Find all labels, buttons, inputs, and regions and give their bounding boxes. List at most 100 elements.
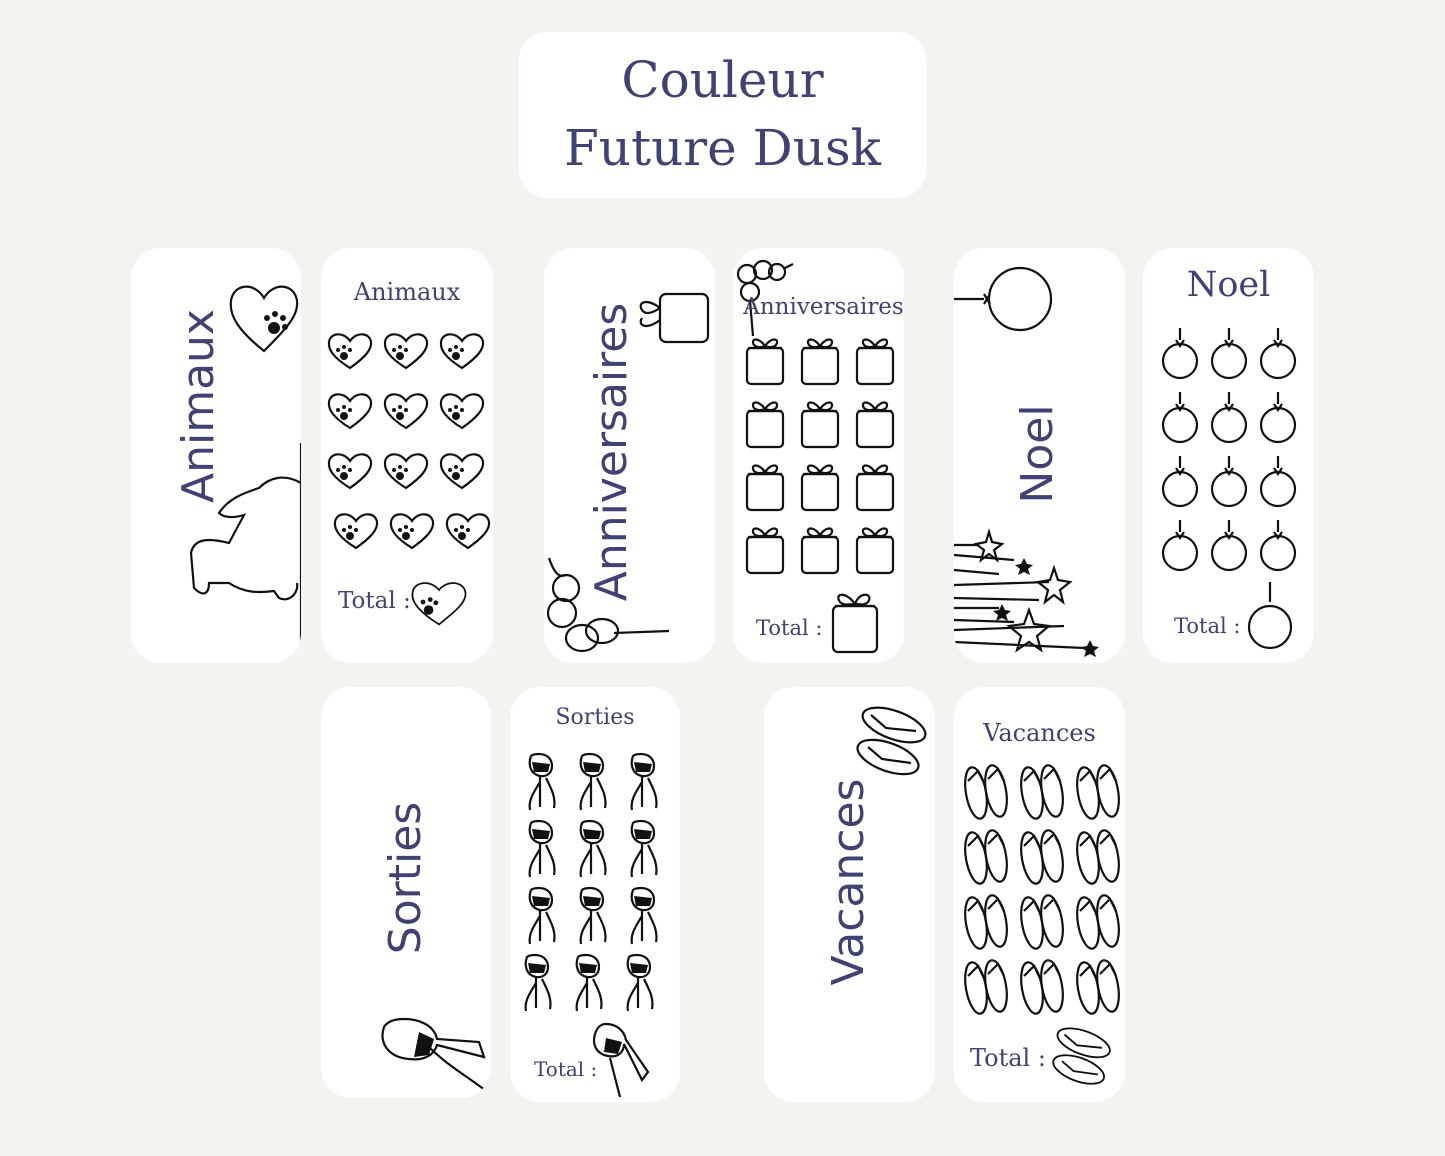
ornament-icon-5 <box>1210 392 1248 444</box>
wine-glass-icon-7 <box>528 886 556 945</box>
flip-flops-icon-1 <box>964 764 1008 820</box>
ornament-icon <box>954 266 1053 332</box>
wine-glass-icon-11 <box>575 953 603 1012</box>
wine-glass-icon-12 <box>626 953 654 1012</box>
gift-box-icon <box>639 292 710 344</box>
card-animaux-cover: Animaux <box>131 248 301 663</box>
title-line-2: Future Dusk <box>564 119 881 177</box>
paw-heart-icon-12 <box>445 513 491 550</box>
card-noel-tracker: Noel Total : <box>1143 248 1314 663</box>
tracker-title-anniversaires: Anniversaires <box>743 294 904 320</box>
gift-box-icon <box>831 593 879 654</box>
gift-box-icon-1 <box>745 338 785 386</box>
flip-flops-icon <box>856 706 927 776</box>
total-label-sorties: Total : <box>534 1057 598 1081</box>
paw-heart-icon <box>229 285 299 353</box>
flip-flops-icon-4 <box>964 829 1008 885</box>
tracker-title-noel: Noel <box>1186 265 1271 305</box>
paw-heart-icon-3 <box>439 333 485 370</box>
wine-glass-icon-4 <box>528 819 556 878</box>
card-noel-cover: Noel <box>954 248 1125 663</box>
total-label-animaux: Total : <box>338 588 411 614</box>
paw-heart-icon <box>411 582 467 626</box>
paw-heart-icon-6 <box>439 393 485 430</box>
gift-box-icon-4 <box>745 401 785 449</box>
balloons-icon <box>736 259 794 337</box>
paw-heart-icon-5 <box>383 393 429 430</box>
tracker-title-vacances: Vacances <box>983 719 1096 747</box>
total-label-anniversaires: Total : <box>756 616 823 640</box>
gift-box-icon-3 <box>855 338 895 386</box>
gift-box-icon-7 <box>745 464 785 512</box>
flip-flops-icon-7 <box>964 894 1008 950</box>
gift-box-icon-8 <box>800 464 840 512</box>
flip-flops-icon-8 <box>1020 894 1064 950</box>
total-label-vacances: Total : <box>970 1044 1046 1072</box>
flip-flops-icon-12 <box>1076 959 1120 1015</box>
cover-label-noel: Noel <box>1012 404 1063 504</box>
flip-flops-icon-6 <box>1076 829 1120 885</box>
wine-glass-icon-2 <box>579 752 607 811</box>
ornament-icon-4 <box>1161 392 1199 444</box>
wine-glass-icon-1 <box>528 752 556 811</box>
ornament-icon-2 <box>1210 328 1248 380</box>
title-box: Couleur Future Dusk <box>519 32 926 198</box>
gift-box-icon-2 <box>800 338 840 386</box>
flip-flops-icon-9 <box>1076 894 1120 950</box>
flip-flops-icon-2 <box>1020 764 1064 820</box>
wine-glass-icon-10 <box>524 953 552 1012</box>
ornament-icon-11 <box>1210 520 1248 572</box>
card-vacances-tracker: Vacances Total : <box>954 687 1125 1102</box>
shooting-stars-icon <box>954 528 1099 657</box>
paw-heart-icon-4 <box>327 393 373 430</box>
wine-glass-icon-9 <box>630 886 658 945</box>
ornament-icon-12 <box>1259 520 1297 572</box>
ornament-icon-1 <box>1161 328 1199 380</box>
paw-heart-icon-7 <box>327 453 373 490</box>
wine-glass-icon <box>592 1022 650 1098</box>
paw-heart-icon-1 <box>327 333 373 370</box>
paw-heart-icon-9 <box>439 453 485 490</box>
gift-box-icon-12 <box>855 527 895 575</box>
ornament-icon-10 <box>1161 520 1199 572</box>
ornament-icon-9 <box>1259 456 1297 508</box>
card-sorties-cover: Sorties <box>321 687 491 1098</box>
card-animaux-tracker: Animaux Total : <box>321 248 493 663</box>
gift-box-icon-6 <box>855 401 895 449</box>
wine-glass-icon-5 <box>579 819 607 878</box>
paw-heart-icon-11 <box>389 513 435 550</box>
ornament-icon-3 <box>1259 328 1297 380</box>
paw-heart-icon-10 <box>333 513 379 550</box>
wine-glass-icon-6 <box>630 819 658 878</box>
title-line-1: Couleur <box>621 51 824 109</box>
gift-box-icon-9 <box>855 464 895 512</box>
flip-flops-icon <box>1052 1027 1111 1085</box>
paw-heart-icon-8 <box>383 453 429 490</box>
dog-silhouette-icon <box>189 443 301 643</box>
card-anniversaires-cover: Anniversaires <box>544 248 715 663</box>
card-sorties-tracker: Sorties Total : <box>510 687 680 1102</box>
wine-glass-icon-8 <box>579 886 607 945</box>
tracker-title-animaux: Animaux <box>353 278 461 306</box>
gift-box-icon-5 <box>800 401 840 449</box>
wine-glass-icon-3 <box>630 752 658 811</box>
balloons-icon <box>546 557 670 653</box>
ornament-icon-6 <box>1259 392 1297 444</box>
flip-flops-icon-11 <box>1020 959 1064 1015</box>
ornament-icon <box>1247 582 1293 650</box>
ornament-icon-8 <box>1210 456 1248 508</box>
flip-flops-icon-10 <box>964 959 1008 1015</box>
flip-flops-icon-5 <box>1020 829 1064 885</box>
gift-box-icon-10 <box>745 527 785 575</box>
cover-label-vacances: Vacances <box>823 778 874 986</box>
paw-heart-icon-2 <box>383 333 429 370</box>
flip-flops-icon-3 <box>1076 764 1120 820</box>
card-vacances-cover: Vacances <box>764 687 935 1102</box>
tracker-title-sorties: Sorties <box>555 705 635 730</box>
gift-box-icon-11 <box>800 527 840 575</box>
ornament-icon-7 <box>1161 456 1199 508</box>
total-label-noel: Total : <box>1174 614 1241 638</box>
card-anniversaires-tracker: Anniversaires Total : <box>733 248 904 663</box>
wine-glass-icon <box>381 1017 491 1097</box>
cover-label-sorties: Sorties <box>380 801 431 955</box>
